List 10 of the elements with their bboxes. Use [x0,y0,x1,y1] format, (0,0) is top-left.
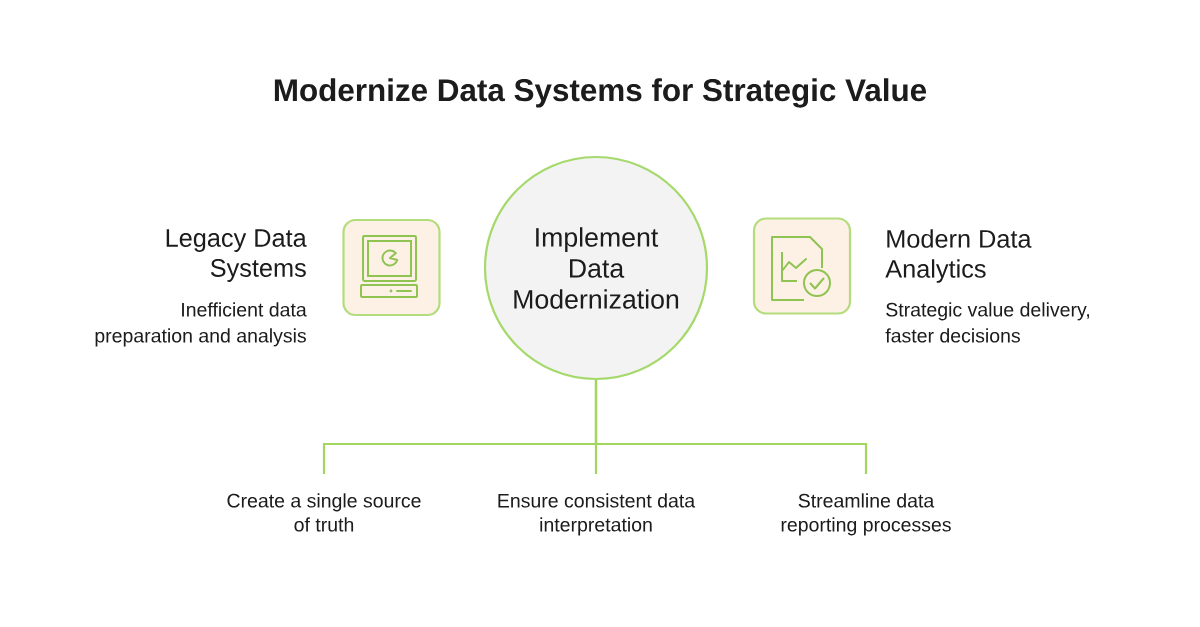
heading-text: Modern Data Analytics [885,229,1032,283]
text-label: Create a single source of truth [227,493,421,532]
text-label: Ensure consistent data interpretation [498,493,696,536]
description-text: Inefficient data preparation and analysis [95,302,307,347]
text-label: Streamline data reporting processes [781,493,951,536]
circle-node: Implement Data Modernization [483,155,709,381]
description-text: Strategic value delivery, faster decisions [885,302,1089,343]
title: Modernize Data Systems for Strategic Value [274,78,927,108]
heading-text: Legacy Data Systems [166,229,307,282]
connector-line [594,380,868,474]
